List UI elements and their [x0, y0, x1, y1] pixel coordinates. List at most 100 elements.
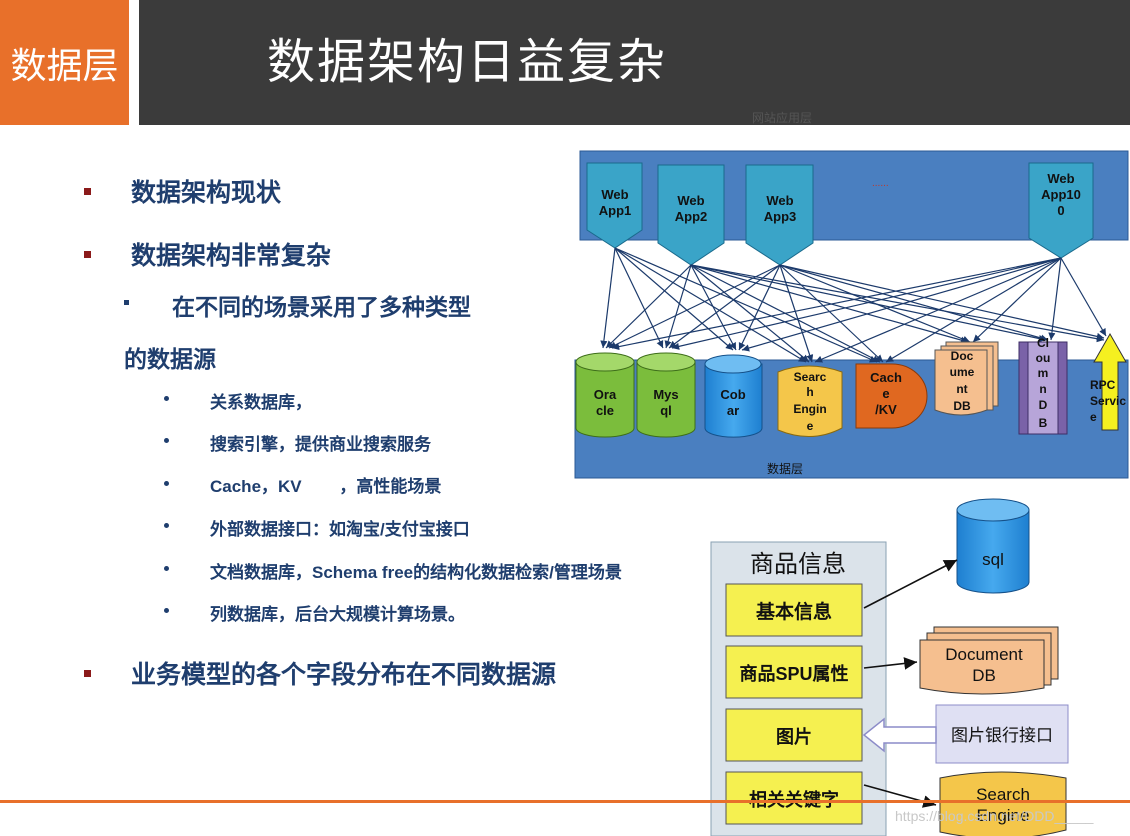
arrow-basic-sql — [863, 559, 958, 609]
web-app-1-line1: Web — [601, 187, 628, 202]
search-engine-store: Searc h Engin e — [777, 365, 843, 438]
search-label-line2: Engine — [977, 806, 1030, 825]
field-basic-label: 基本信息 — [755, 600, 832, 623]
web-app-100-line3: 0 — [1057, 203, 1064, 218]
document-db-box: Document DB — [919, 626, 1059, 695]
field-keywords-label: 相关关键字 — [749, 789, 839, 810]
cache-kv-store: Cach e /KV — [855, 363, 928, 429]
web-app-3: Web App3 — [745, 164, 814, 266]
web-app-2: Web App2 — [657, 164, 725, 266]
doc-line3: nt — [956, 382, 967, 396]
bullet-marker — [124, 300, 129, 305]
column-line3: m — [1038, 366, 1049, 380]
web-app-1: Web App1 — [586, 162, 643, 249]
bullet-dot — [164, 481, 169, 486]
connection-arrows — [600, 247, 1107, 363]
bullet-1: 数据架构现状 — [131, 179, 282, 207]
sql-label: sql — [982, 550, 1004, 569]
field-spu — [725, 645, 863, 699]
bullet-2: 数据架构非常复杂 — [131, 242, 332, 270]
rpc-line2: Servic — [1090, 394, 1126, 408]
page-title: 数据架构日益复杂 — [267, 36, 668, 89]
ellipsis: ...... — [872, 178, 889, 189]
web-app-100-line2: App10 — [1041, 187, 1081, 202]
search-label-line1: Search — [976, 785, 1030, 804]
bullet-marker — [84, 188, 91, 195]
oracle-store: Ora cle — [575, 352, 635, 438]
arrow-spu-doc — [863, 657, 918, 670]
cache-line2: e — [882, 386, 889, 401]
mysql-line1: Mys — [653, 387, 678, 402]
web-app-100: Web App10 0 — [1028, 162, 1094, 259]
sub-item: 关系数据库， — [210, 393, 312, 412]
cache-line1: Cach — [870, 370, 902, 385]
column-line6: B — [1039, 416, 1048, 430]
product-title: 商品信息 — [750, 551, 846, 578]
doc-line2: ume — [950, 365, 975, 379]
search-line2: h — [806, 385, 813, 399]
search-engine-box: Search Engine — [939, 771, 1067, 836]
bullet-marker — [84, 670, 91, 677]
field-keywords — [725, 771, 863, 825]
field-spu-label: 商品SPU属性 — [739, 663, 848, 684]
web-app-2-line2: App2 — [675, 209, 708, 224]
sub-item: Cache，KV ，高性能场景 — [210, 477, 442, 496]
cache-line3: /KV — [875, 402, 897, 417]
bullet-dot — [164, 523, 169, 528]
document-db-store: Doc ume nt DB — [934, 341, 999, 416]
web-app-100-line1: Web — [1047, 171, 1074, 186]
doc-label-line1: Document — [945, 645, 1023, 664]
bullet-dot — [164, 566, 169, 571]
column-db-store: Cl ou m n D B — [1018, 336, 1068, 435]
mysql-line2: ql — [660, 403, 672, 418]
field-basic — [725, 583, 863, 637]
web-app-3-line2: App3 — [764, 209, 797, 224]
bullet-dot — [164, 608, 169, 613]
search-line3: Engin — [793, 402, 826, 416]
sub-item: 外部数据接口：如淘宝/支付宝接口 — [210, 520, 470, 539]
sub-item: 文档数据库，Schema free的结构化数据检索/管理场景 — [210, 563, 622, 582]
field-image-label: 图片 — [776, 726, 812, 747]
column-line2: ou — [1036, 351, 1051, 365]
cobar-store: Cob ar — [704, 354, 763, 438]
bullet-dot — [164, 396, 169, 401]
search-line1: Searc — [794, 370, 827, 384]
rpc-line3: e — [1090, 410, 1097, 424]
doc-line4: DB — [953, 399, 971, 413]
bullet-3a: 在不同的场景采用了多种类型 — [172, 294, 471, 320]
search-line4: e — [807, 419, 814, 433]
column-line5: D — [1039, 398, 1048, 412]
header-bar: 数据架构日益复杂 — [139, 0, 1130, 125]
column-line4: n — [1039, 382, 1046, 396]
field-image — [725, 708, 863, 762]
column-line1: Cl — [1037, 336, 1049, 350]
cobar-line2: ar — [727, 403, 739, 418]
sql-store: sql — [956, 498, 1030, 594]
header-tag: 数据层 — [0, 0, 129, 125]
oracle-line1: Ora — [594, 387, 617, 402]
rpc-line1: RPC — [1090, 378, 1116, 392]
watermark: https://blog.csdn.net/DDD_____ — [895, 808, 1094, 824]
app-layer-label: 网站应用层 — [752, 110, 812, 125]
rpc-service: RPC Servic e — [1090, 332, 1127, 431]
bullet-3b: 的数据源 — [124, 346, 216, 372]
web-app-1-line2: App1 — [599, 203, 632, 218]
footer-line — [0, 800, 1130, 803]
data-layer-label: 数据层 — [767, 461, 803, 476]
image-bank-label: 图片银行接口 — [951, 726, 1053, 745]
bullet-4: 业务模型的各个字段分布在不同数据源 — [131, 661, 557, 689]
sub-item: 搜索引擎，提供商业搜索服务 — [210, 435, 431, 454]
arrow-bank-image — [862, 717, 937, 753]
mysql-store: Mys ql — [636, 352, 696, 438]
doc-label-line2: DB — [972, 666, 996, 685]
bullet-dot — [164, 438, 169, 443]
image-bank-box — [935, 704, 1069, 764]
oracle-line2: cle — [596, 403, 614, 418]
cobar-line1: Cob — [720, 387, 745, 402]
bullet-marker — [84, 251, 91, 258]
web-app-2-line1: Web — [677, 193, 704, 208]
web-app-3-line1: Web — [766, 193, 793, 208]
doc-line1: Doc — [951, 349, 974, 363]
sub-item: 列数据库，后台大规模计算场景。 — [210, 605, 465, 624]
